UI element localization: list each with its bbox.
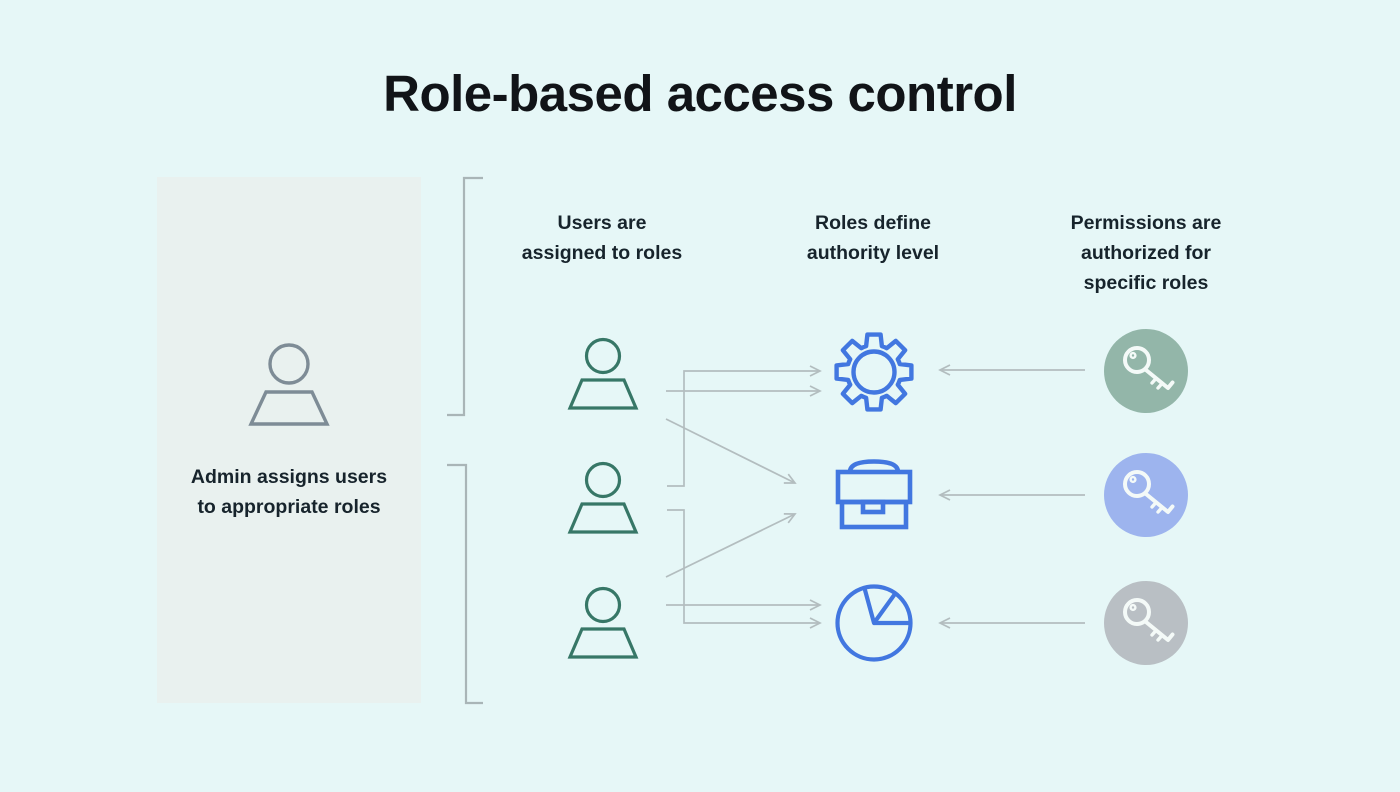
arrow-user2-to-pie [667, 509, 822, 629]
briefcase-icon [835, 459, 913, 530]
user-icon [567, 337, 639, 410]
gear-icon [834, 332, 914, 412]
person-icon [248, 343, 330, 426]
arrow-user3-to-briefcase [665, 513, 797, 578]
admin-panel: Admin assigns users to appropriate roles [157, 177, 421, 703]
admin-panel-label: Admin assigns users to appropriate roles [190, 466, 388, 518]
heading-permissions-column: Permissions are authorized for specific … [1070, 212, 1222, 294]
bracket-bottom [447, 463, 483, 705]
arrow-user1-to-briefcase [665, 418, 797, 484]
user-icon [567, 461, 639, 534]
heading-roles-column: Roles define authority level [806, 212, 940, 264]
key-icon-blue [1104, 453, 1188, 537]
pie-chart-icon [835, 584, 913, 662]
heading-users-column: Users are assigned to roles [521, 212, 683, 264]
key-icon-green [1104, 329, 1188, 413]
bracket-top [447, 176, 483, 417]
page-title: Role-based access control [383, 65, 1017, 122]
key-icon-gray [1104, 581, 1188, 665]
user-icon [567, 586, 639, 659]
arrow-user2-to-gear [667, 365, 822, 487]
